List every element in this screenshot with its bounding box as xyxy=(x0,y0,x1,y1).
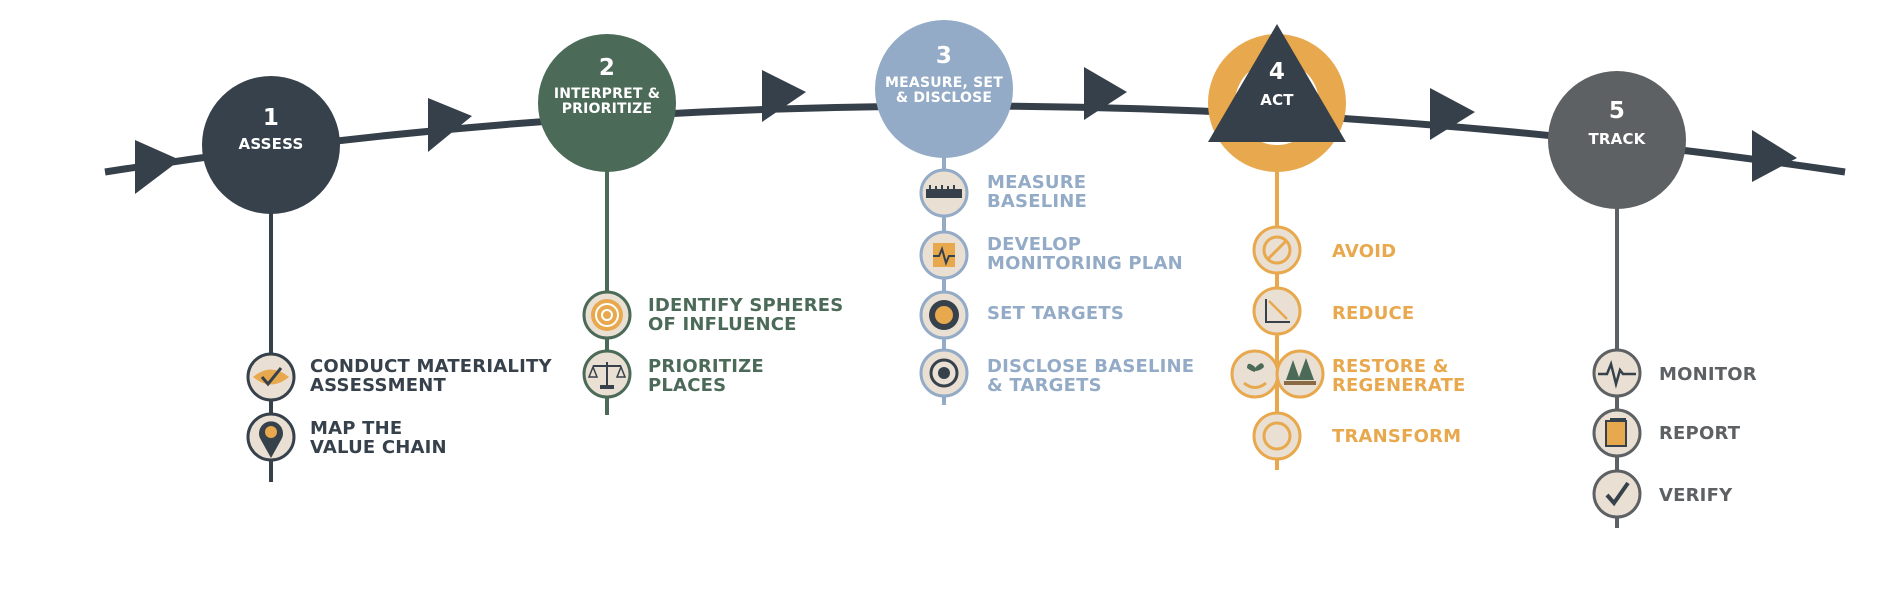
step-5-number: 5 xyxy=(1608,98,1626,124)
step-2-circle xyxy=(538,34,676,172)
step-5-item-2-label: REPORT xyxy=(1659,423,1741,444)
target-icon xyxy=(919,290,969,340)
step-3-circle xyxy=(875,20,1013,158)
location-pin-icon xyxy=(246,412,296,462)
step-3-item-3-label: SET TARGETS xyxy=(987,303,1124,324)
step-5-item-1-label: MONITOR xyxy=(1659,364,1757,385)
arrow-icon xyxy=(762,70,806,122)
step-4-item-1-label: AVOID xyxy=(1332,241,1397,262)
step-3-title: MEASURE, SET & DISCLOSE xyxy=(885,75,1003,106)
step-4-circle xyxy=(1208,24,1346,172)
prohibited-icon xyxy=(1252,225,1302,275)
step-1-title: ASSESS xyxy=(238,135,304,153)
step-1-item-2-label: MAP THE VALUE CHAIN xyxy=(310,418,447,458)
step-4-item-3-label: RESTORE & REGENERATE xyxy=(1332,356,1466,396)
step-1-item-1-label: CONDUCT MATERIALITY ASSESSMENT xyxy=(310,356,552,396)
step-5-item-3-label: VERIFY xyxy=(1659,485,1733,506)
bullseye-icon xyxy=(919,348,969,398)
balance-scale-icon xyxy=(582,349,632,399)
step-5-title: TRACK xyxy=(1588,130,1646,148)
timeline-arrows xyxy=(135,67,1797,194)
heartbeat-icon xyxy=(1592,348,1642,398)
step-2-item-1-label: IDENTIFY SPHERES OF INFLUENCE xyxy=(648,295,844,335)
concentric-circles-icon xyxy=(582,290,632,340)
monitor-pulse-icon xyxy=(919,230,969,280)
ruler-icon xyxy=(919,168,969,218)
checkmark-icon xyxy=(1592,469,1642,519)
step-3-number: 3 xyxy=(935,43,953,69)
document-icon xyxy=(1592,408,1642,458)
step-1-number: 1 xyxy=(262,105,280,131)
step-4-number: 4 xyxy=(1268,59,1286,85)
arrow-icon xyxy=(1430,88,1475,140)
step-4-item-2-label: REDUCE xyxy=(1332,303,1415,324)
step-5-circle xyxy=(1548,71,1686,209)
step-3-item-2-label: DEVELOP MONITORING PLAN xyxy=(987,234,1183,274)
step-2-item-2-label: PRIORITIZE PLACES xyxy=(648,356,764,396)
plant-trees-icon xyxy=(1230,349,1325,399)
step-3-item-4-label: DISCLOSE BASELINE & TARGETS xyxy=(987,356,1195,396)
step-2-title: INTERPRET & PRIORITIZE xyxy=(553,86,661,117)
step-1-circle xyxy=(202,76,340,214)
arrow-icon xyxy=(1752,130,1797,182)
ring-icon xyxy=(1252,411,1302,461)
arrow-icon xyxy=(428,98,472,152)
arrow-icon xyxy=(1084,67,1127,120)
step-4-title: ACT xyxy=(1260,91,1294,109)
step-3-item-1-label: MEASURE BASELINE xyxy=(987,172,1088,212)
step-2-number: 2 xyxy=(598,55,616,81)
arrow-icon xyxy=(135,140,180,194)
eye-check-icon xyxy=(246,352,296,402)
decline-chart-icon xyxy=(1252,286,1302,336)
step-4-item-4-label: TRANSFORM xyxy=(1332,426,1462,447)
